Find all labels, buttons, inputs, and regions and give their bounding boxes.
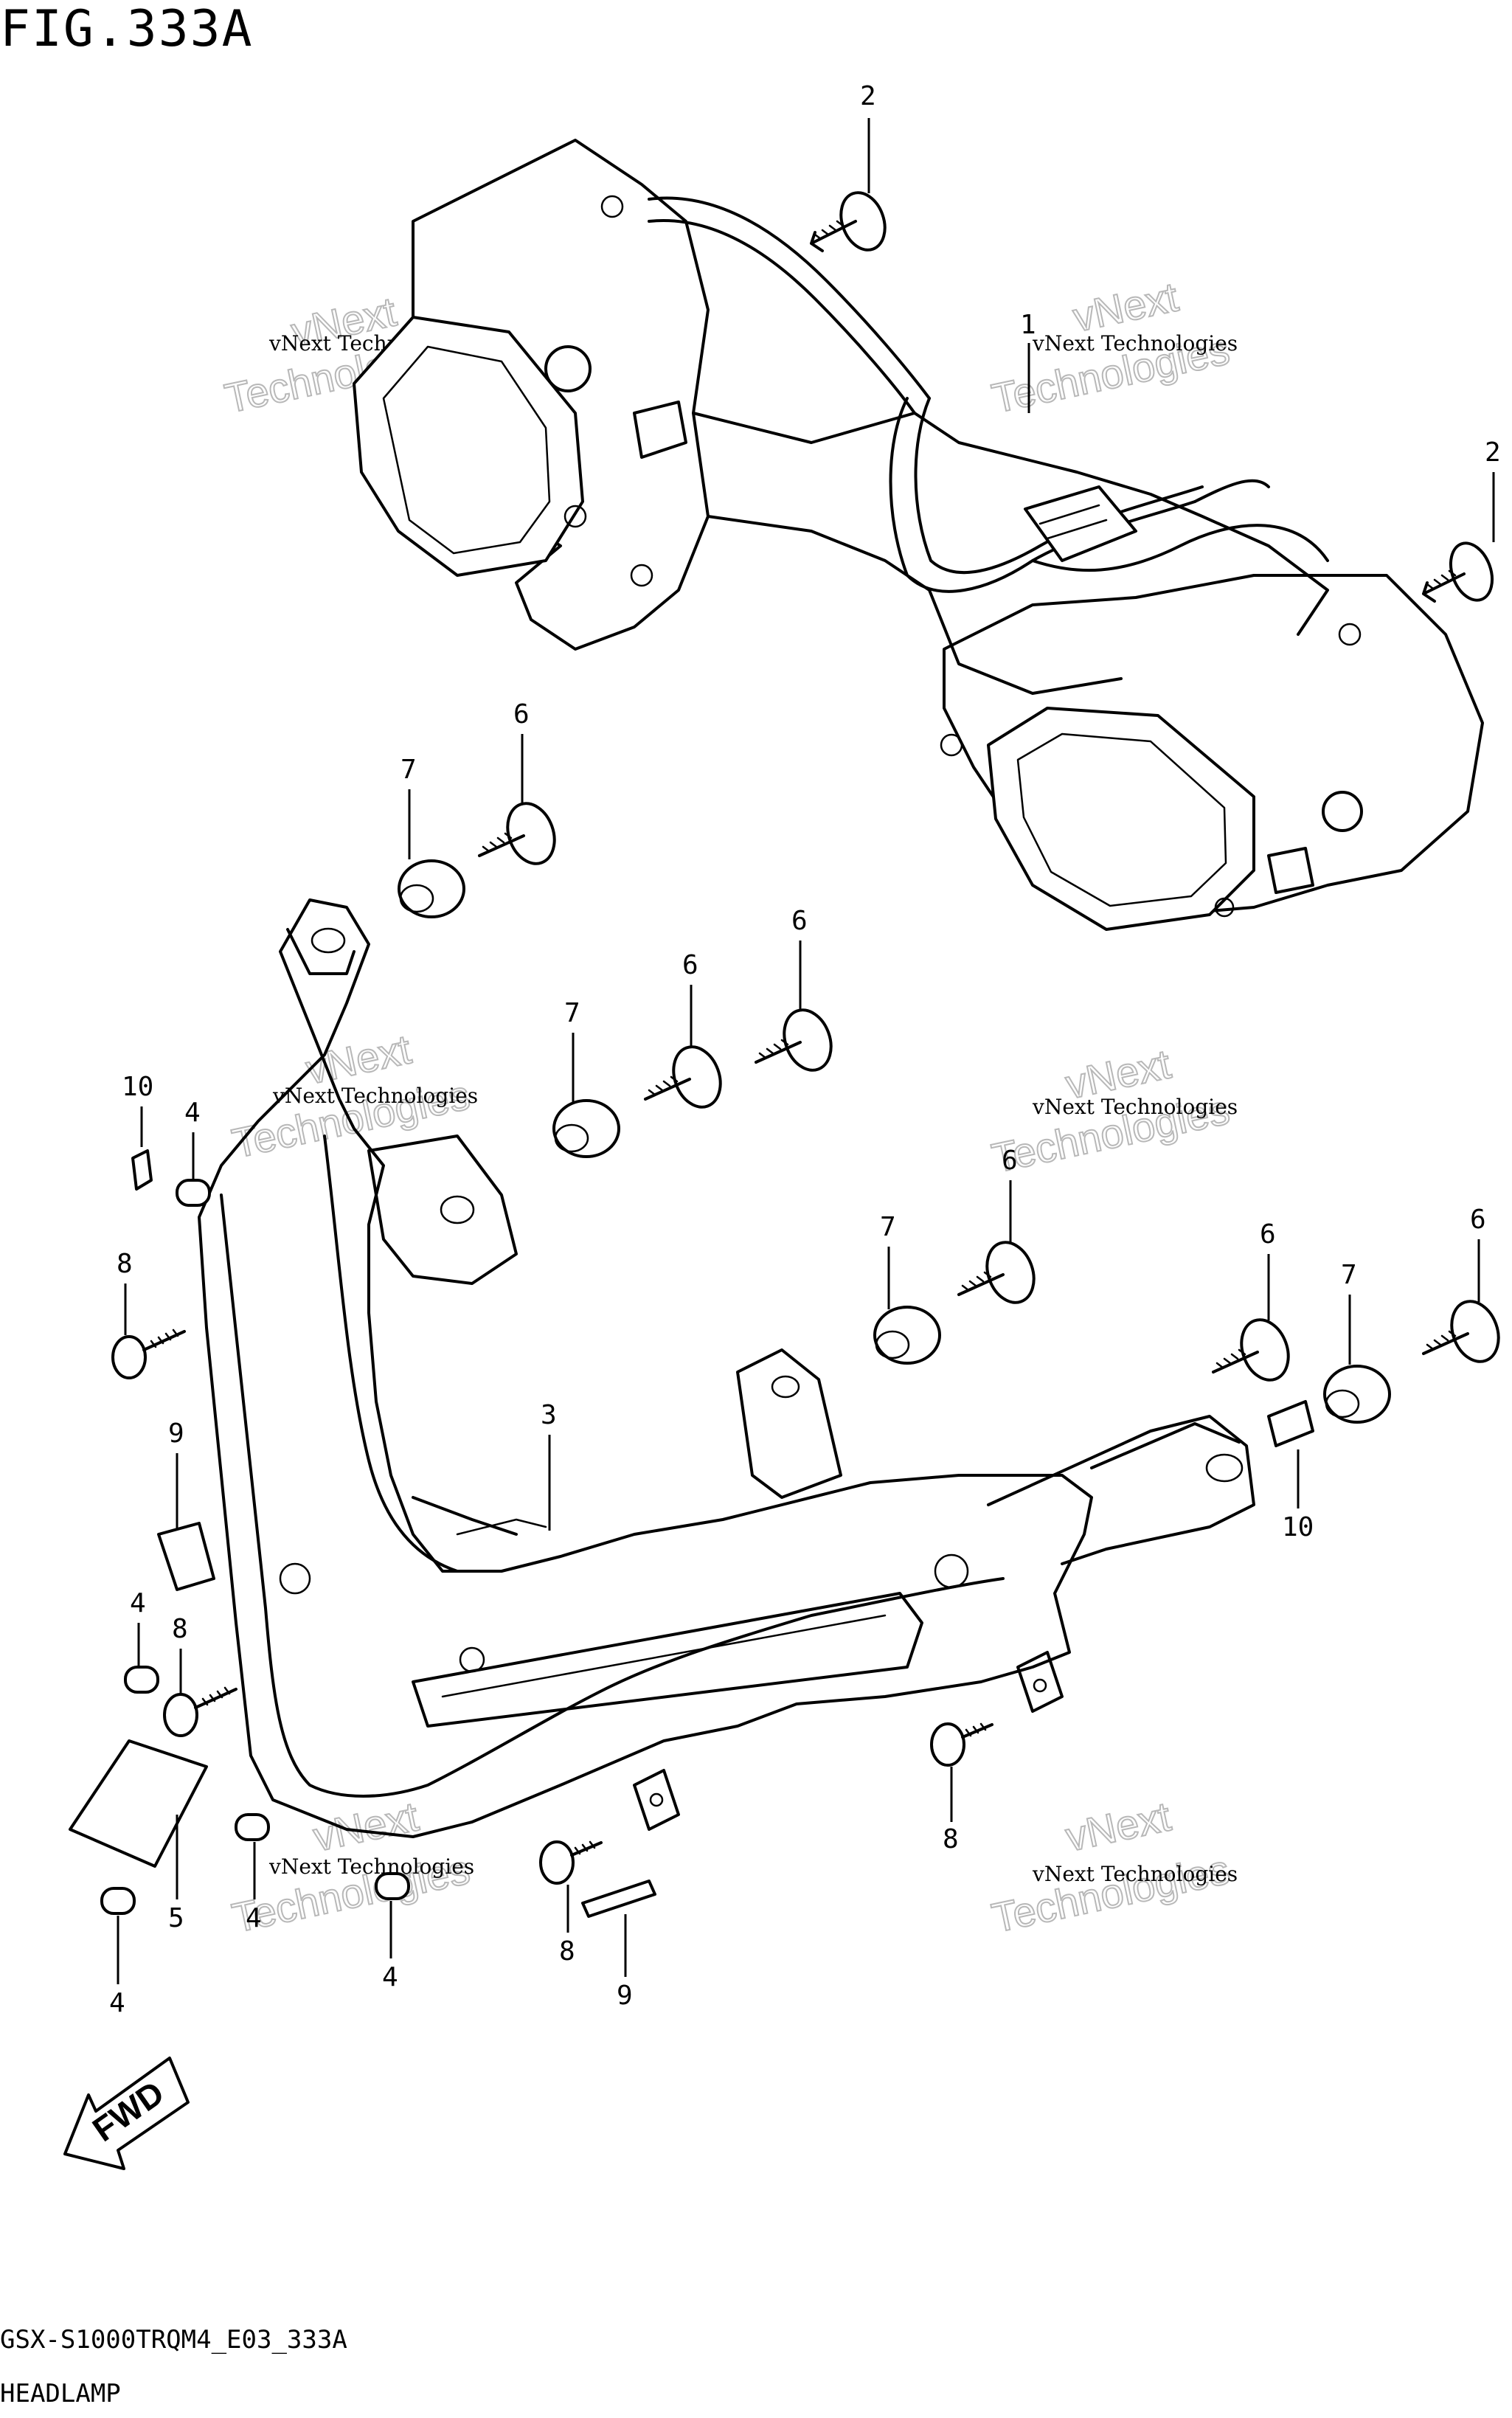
callout-1: 1 [1020, 310, 1036, 340]
watermark-big-text: vNext [1061, 1792, 1175, 1860]
leader-lines [117, 118, 1495, 1984]
callout-4: 4 [109, 1988, 125, 2018]
callout-9: 9 [168, 1418, 184, 1449]
part-8-screw [539, 1840, 603, 1885]
callout-4: 4 [184, 1098, 201, 1128]
model-code: GSX-S1000TRQM4_E03_333A [0, 2325, 347, 2355]
part-4-cushion [375, 1872, 410, 1900]
part-4-cushion [124, 1666, 159, 1694]
callout-7: 7 [400, 755, 417, 785]
watermark-mid-right: Technologies vNext vNext Technologies [987, 1039, 1238, 1182]
watermark-big-text: Technologies [988, 1846, 1233, 1941]
part-8-screw [930, 1722, 993, 1767]
watermark-big-text: vNext [309, 1792, 423, 1860]
watermark-small-text: vNext Technologies [1032, 1862, 1238, 1886]
watermark-small-text: vNext Technologies [1032, 1095, 1238, 1119]
part-7-grommet [1323, 1365, 1391, 1424]
callout-4: 4 [130, 1588, 146, 1618]
part-5-label [69, 1739, 208, 1868]
callout-3: 3 [541, 1400, 557, 1430]
part-2-screw-upper-left [810, 191, 887, 252]
part-10-pad [131, 1149, 153, 1191]
callout-6: 6 [1260, 1219, 1276, 1250]
callout-4: 4 [246, 1903, 262, 1933]
part-7-grommet [552, 1099, 620, 1158]
callout-7: 7 [880, 1212, 896, 1242]
watermark-bottom-right: Technologies vNext vNext Technologies [987, 1792, 1238, 1941]
part-4-cushion [176, 1179, 211, 1207]
part-6-screw [644, 1045, 722, 1109]
callout-10: 10 [1282, 1512, 1314, 1542]
part-2-screw-right [1422, 541, 1494, 603]
part-7-grommet [873, 1306, 941, 1365]
callout-6: 6 [1002, 1146, 1018, 1176]
part-8-screw [163, 1686, 237, 1737]
part-7-grommet [398, 859, 465, 918]
callout-6: 6 [1470, 1205, 1486, 1235]
callout-6: 6 [791, 906, 808, 936]
callout-7: 7 [1341, 1260, 1357, 1290]
part-10-pad [1267, 1400, 1314, 1447]
callout-5: 5 [168, 1903, 184, 1933]
fwd-direction-badge: FWD [63, 2057, 190, 2170]
part-4-cushion [235, 1813, 270, 1841]
callout-6: 6 [513, 699, 530, 730]
callout-4: 4 [382, 1962, 398, 1992]
watermark-top-right: Technologies vNext vNext Technologies [987, 272, 1238, 422]
callout-2: 2 [860, 81, 876, 111]
part-3-headlamp-cowl [198, 898, 1255, 1838]
part-6-screw [1422, 1300, 1500, 1363]
part-1-headlamp-assembly [353, 139, 1484, 931]
watermark-mid-left: Technologies vNext vNext Technologies [227, 1025, 478, 1167]
callout-8: 8 [559, 1936, 575, 1967]
section-name: HEADLAMP [0, 2379, 121, 2408]
part-6-screw [957, 1241, 1036, 1304]
callout-labels: 2 1 2 6 7 6 6 7 10 4 8 6 7 6 7 6 3 9 10 … [109, 81, 1501, 2018]
part-9-tape [581, 1880, 656, 1918]
figure-title: FIG.333A [0, 0, 254, 58]
watermark-small-text: vNext Technologies [1032, 331, 1238, 356]
callout-10: 10 [122, 1072, 153, 1102]
part-6-screw [755, 1008, 833, 1072]
part-9-tape [157, 1522, 215, 1591]
callout-7: 7 [564, 998, 580, 1028]
watermark-small-text: vNext Technologies [268, 1854, 474, 1879]
callout-2: 2 [1485, 437, 1501, 468]
part-6-screw [478, 802, 556, 865]
watermark-bottom-left: Technologies vNext vNext Technologies [227, 1792, 474, 1941]
part-8-screw [111, 1328, 186, 1379]
part-4-cushion [100, 1887, 136, 1915]
callout-9: 9 [617, 1981, 633, 2011]
callout-8: 8 [943, 1824, 959, 1854]
callout-8: 8 [117, 1249, 133, 1279]
callout-6: 6 [682, 950, 698, 980]
watermark-small-text: vNext Technologies [272, 1084, 478, 1108]
part-6-screw [1212, 1318, 1290, 1382]
callout-8: 8 [172, 1614, 188, 1644]
